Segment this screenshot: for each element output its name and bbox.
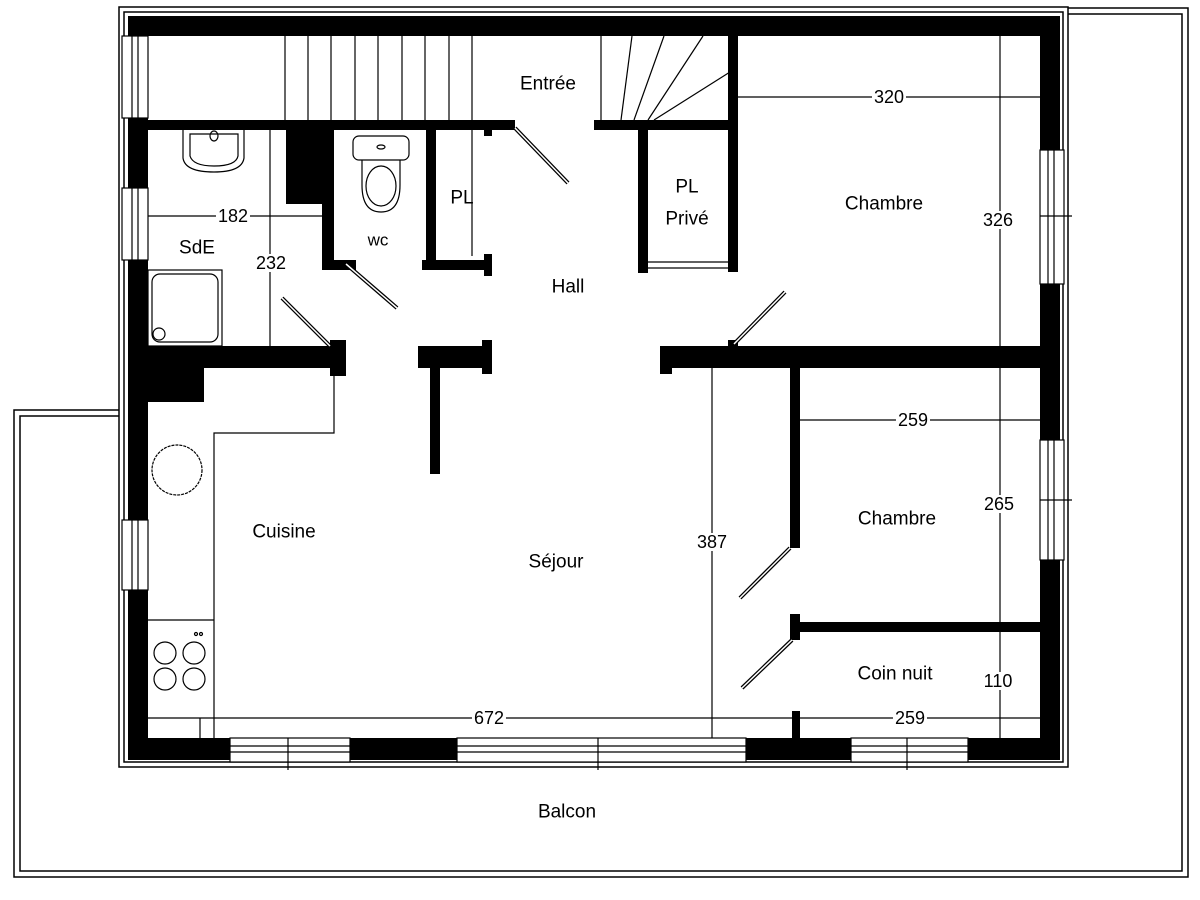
dimension-chambre2-width: 259	[895, 410, 931, 430]
dimension-chambre2-height: 265	[981, 494, 1017, 514]
staircase-icon	[284, 36, 473, 120]
sink-icon	[182, 130, 245, 173]
room-label-entree: Entrée	[520, 73, 576, 95]
room-label-pl: PL	[450, 187, 474, 209]
room-label-pl-prive-line2: Privé	[665, 208, 709, 230]
room-label-chambre-1: Chambre	[844, 193, 924, 215]
room-label-coin-nuit: Coin nuit	[857, 663, 933, 685]
room-label-chambre-2: Chambre	[857, 508, 937, 530]
room-label-wc: wc	[367, 230, 389, 250]
shower-icon	[147, 269, 223, 347]
room-label-pl-prive-line1: PL	[675, 176, 699, 198]
room-label-hall: Hall	[551, 276, 585, 298]
room-label-cuisine: Cuisine	[252, 521, 316, 543]
dimension-coin-nuit-height: 110	[981, 671, 1015, 691]
dimension-chambre1-width: 320	[871, 87, 907, 107]
room-label-balcon: Balcon	[537, 801, 597, 823]
exterior-walls	[128, 16, 1060, 760]
balcony-outline	[13, 7, 1189, 878]
dimension-lines	[148, 36, 1040, 738]
windows	[121, 35, 1072, 770]
dimension-sde-width: 182	[215, 206, 251, 226]
interior-walls	[148, 36, 1060, 738]
stove-icon	[153, 631, 206, 691]
dimension-sejour-depth: 387	[694, 532, 730, 552]
doors	[280, 126, 794, 690]
toilet-icon	[352, 135, 410, 213]
dimension-sejour-width: 672	[471, 708, 507, 728]
dimension-chambre1-height: 326	[980, 210, 1016, 230]
dimension-sde-height: 232	[253, 253, 289, 273]
thin-lines	[148, 130, 1040, 738]
room-label-sejour: Séjour	[528, 551, 584, 573]
kitchen-sink-icon	[151, 444, 203, 496]
dimension-coin-nuit-width: 259	[892, 708, 928, 728]
doors-inner	[281, 127, 793, 689]
room-label-sde: SdE	[179, 237, 215, 259]
winding-staircase-icon	[600, 35, 731, 121]
